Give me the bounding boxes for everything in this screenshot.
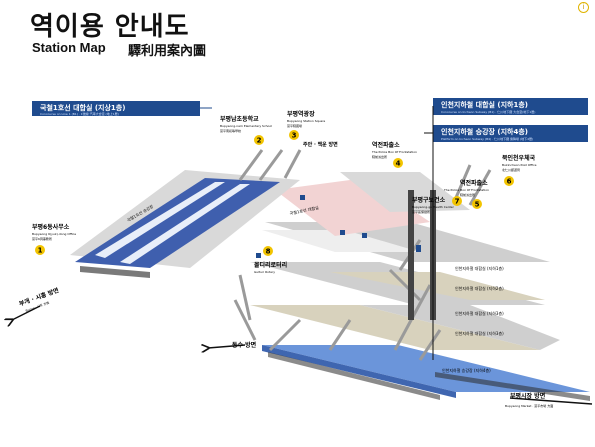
map-title-chinese: 驛利用案內圖: [128, 44, 207, 59]
line1-concourse-slab: [275, 178, 430, 236]
place-8-english: Gulturi Rotary: [254, 270, 275, 274]
place-3-name: 부평역광장: [287, 110, 315, 118]
mall-b2-label: 인천지하철 대합실 (지하2층): [455, 285, 504, 291]
exit-1-number: 1: [38, 247, 43, 255]
incheon-subway-platform-slab: [262, 345, 590, 392]
place-6-name: 북인천우체국: [502, 154, 536, 162]
info-icon[interactable]: i: [578, 2, 589, 13]
place-4-name: 역전파출소: [372, 141, 400, 149]
banner-line1-sub: Concourse on Line 1 (B1) · 1號線 汽車大合室 (地上…: [40, 111, 119, 116]
place-3-chinese: 富平驛廣場: [287, 123, 302, 128]
banner-incheon-platform-title: 인천지하철 승강장 (지하4층): [441, 127, 528, 136]
route-junan-label: 주안 · 백운 방면: [303, 141, 338, 148]
banner-line1-title: 국철1호선 대합실 (지상1층): [40, 103, 125, 112]
route-market-label: 부평시장 방면: [510, 392, 545, 400]
exit-6-number: 6: [507, 178, 512, 186]
route-market-sublabel: Bupyeong Market · 富平市場 方面: [505, 403, 553, 408]
line1-concourse-slab-gray: [340, 172, 470, 212]
place-5-name: 부평구보건소: [412, 196, 446, 204]
place-1-name: 부평6동사무소: [32, 223, 70, 231]
subway-train-left: [268, 352, 440, 400]
exit-marker-1[interactable]: 부평6동사무소 Bupyeong 6(yuk)-dong Office 富平6洞…: [32, 223, 76, 255]
exit-marker-7[interactable]: 역전파출소 The Police Box Of Frontstation 驛前派…: [443, 179, 489, 206]
exit-marker-3[interactable]: 부평역광장 Bupyeong Station Square 富平驛廣場 3: [287, 110, 325, 140]
map-title-english: Station Map: [32, 40, 106, 55]
place-6-english: Bukincheon Post Office: [502, 163, 537, 167]
exit-marker-8[interactable]: 8 몰디리로터리 Gulturi Rotary: [254, 246, 287, 274]
banner-incheon-platform: 인천지하철 승강장 (지하4층) Platform on Incheon Sub…: [433, 125, 588, 142]
facility-icons: [256, 195, 421, 258]
place-2-english: Bupyeong-nam Elementary School: [220, 124, 272, 128]
banner-incheon-concourse: 인천지하철 대합실 (지하1층) Concourse on Incheon Su…: [433, 98, 588, 115]
place-8-name: 몰디리로터리: [254, 261, 287, 269]
direction-bugae: 부개 · 시흥 방면 Bugae · 시흥 方面: [12, 286, 60, 320]
place-4-chinese: 驛前派出所: [372, 154, 387, 159]
direction-market: 부평시장 방면 Bupyeong Market · 富平市場 方面: [505, 392, 593, 408]
place-3-english: Bupyeong Station Square: [287, 119, 325, 123]
incheon-platform-label: 인천지하철 승강장 (지하4층): [442, 367, 491, 373]
incheon-concourse-band: [262, 230, 420, 252]
line1-platform-stripe: [95, 182, 225, 258]
exit-7-number: 7: [455, 198, 460, 206]
line1-platform: [75, 178, 280, 268]
b2-mall-slab-beige: [330, 272, 545, 300]
exit-2-number: 2: [257, 137, 262, 145]
line1-platform-stripe-2: [120, 184, 250, 264]
place-2-name: 부평남초등학교: [220, 115, 259, 123]
place-1-chinese: 富平6洞事務所: [32, 236, 52, 241]
place-5-english: Bupyeong-gu Health Center: [412, 205, 455, 209]
map-title: 역이용 안내도: [30, 12, 190, 42]
place-6-chinese: 北仁川郵遞局: [502, 167, 520, 172]
place-7-english: The Police Box Of Frontstation: [443, 188, 489, 192]
place-7-name: 역전파출소: [460, 179, 488, 187]
escalator-icon: [362, 233, 367, 238]
direction-dongsu: 동수 방면: [208, 341, 256, 349]
subway-train-right: [435, 372, 590, 401]
banner-line1-concourse: 국철1호선 대합실 (지상1층) Concourse on Line 1 (B1…: [32, 101, 200, 116]
escalator-icon: [256, 253, 261, 258]
line1-platform-edge: [80, 266, 150, 278]
place-5-chinese: 富平區保健所: [412, 209, 430, 214]
banner-incheon-concourse-sub: Concourse on Incheon Subway (B1) · 仁川地下鐵…: [441, 109, 535, 114]
exit-marker-4[interactable]: 역전파출소 The Police Box Of Frontstation 驛前派…: [371, 141, 417, 168]
place-1-english: Bupyeong 6(yuk)-dong Office: [32, 232, 76, 236]
elevator-shaft: [408, 190, 414, 320]
place-7-chinese: 驛前派出所: [460, 192, 475, 197]
elevator-icon: [416, 245, 421, 252]
incheon-subway-platform-edge: [262, 345, 456, 398]
escalator-icon: [340, 230, 345, 235]
escalator-icon: [300, 195, 305, 200]
route-dongsu-label: 동수 방면: [232, 341, 256, 349]
banner-incheon-concourse-title: 인천지하철 대합실 (지하1층): [441, 100, 528, 109]
b3-mall-slab: [250, 305, 540, 350]
exit-4-number: 4: [396, 160, 401, 168]
mall-b3b-label: 인천지하철 대합실 (지하3층): [455, 330, 504, 336]
banner-incheon-platform-sub: Platform on Incheon Subway (B4) · 仁川地下鐵 …: [441, 136, 533, 141]
place-2-chinese: 富平南初等學校: [220, 128, 241, 133]
exit-3-number: 3: [292, 132, 297, 140]
exit-marker-2[interactable]: 부평남초등학교 Bupyeong-nam Elementary School 富…: [220, 115, 272, 145]
incheon-concourse-label: 인천지하철 대합실 (지하1층): [455, 265, 504, 271]
exit-marker-5[interactable]: 부평구보건소 Bupyeong-gu Health Center 富平區保健所 …: [412, 196, 482, 214]
exit-8-number: 8: [266, 248, 271, 256]
exit-marker-6[interactable]: 북인천우체국 Bukincheon Post Office 北仁川郵遞局 6: [502, 154, 537, 186]
exit-5-number: 5: [475, 201, 480, 209]
mall-b3-label: 인천지하철 대합실 (지하3층): [455, 310, 504, 316]
place-4-english: The Police Box Of Frontstation: [371, 150, 417, 154]
